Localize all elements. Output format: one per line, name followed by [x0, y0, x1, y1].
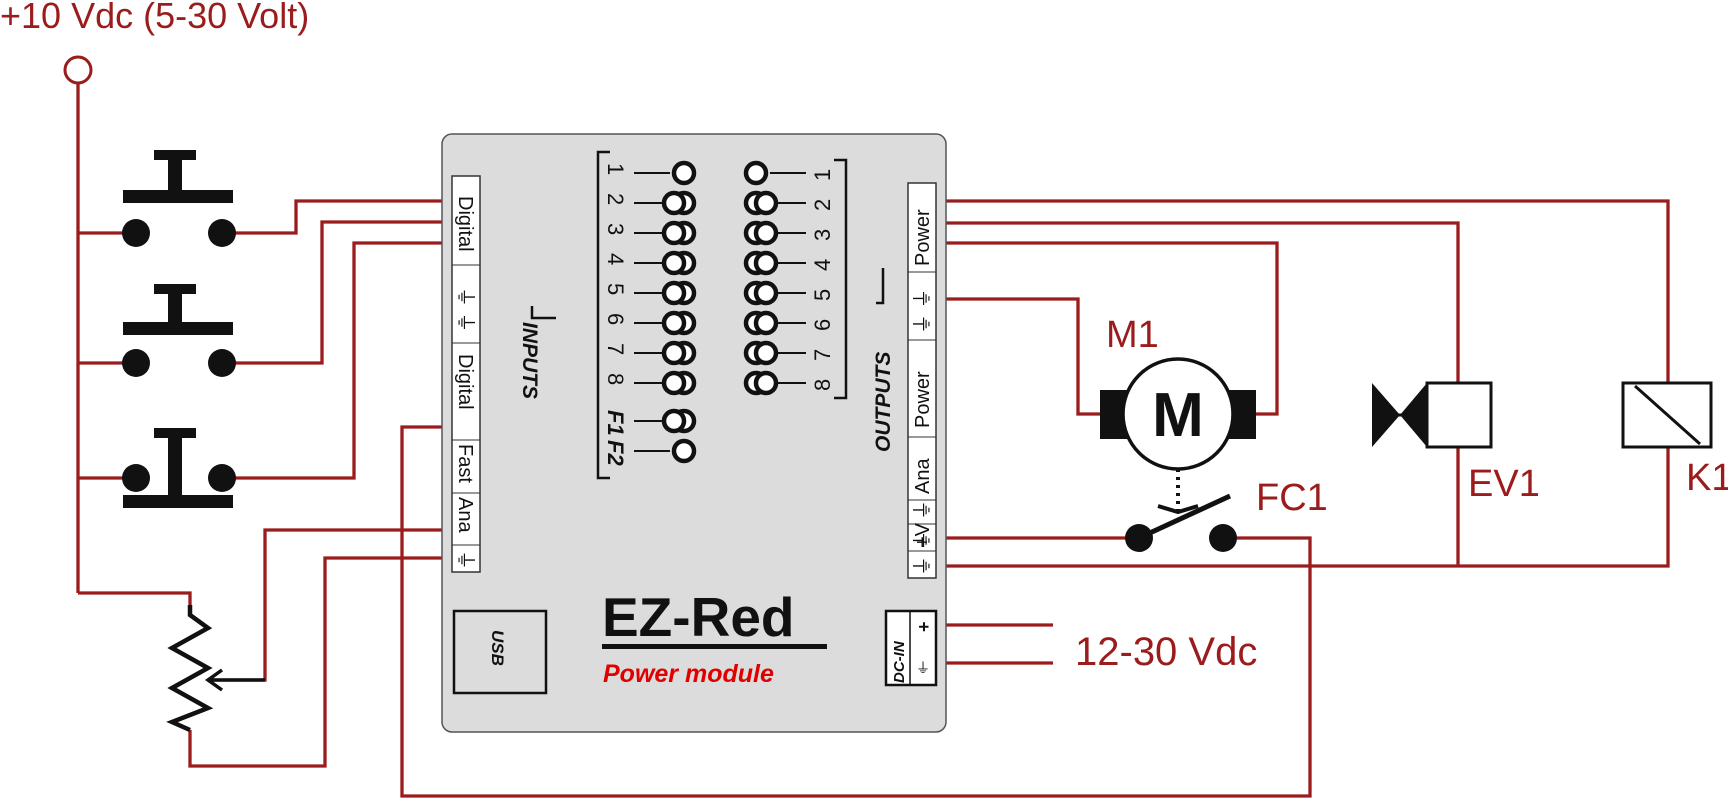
valve-power-wire	[936, 221, 1460, 383]
power-module: Digital ⏚ ⏚ Digital Fast Ana ⏚ Power ⏚ ⏚…	[441, 133, 947, 733]
usb-label: USB	[488, 630, 507, 666]
pot-ground-wire	[188, 556, 452, 768]
right-port-ground-3: ⏚ ⏚	[912, 530, 934, 576]
inputs-label: INPUTS	[518, 322, 541, 399]
left-port-digital-1: Digital	[454, 196, 476, 252]
output-pin-5: 5	[810, 289, 835, 301]
inputs-bracket	[596, 150, 610, 480]
module-body	[441, 133, 947, 733]
outputs-label: OUTPUTS	[872, 352, 895, 452]
pot-supply-wire	[78, 591, 192, 605]
limit-switch-fc1	[1125, 493, 1237, 552]
relay-power-wire	[936, 199, 1670, 389]
input-pin-2: 2	[603, 193, 628, 205]
dcin-connector: DC-IN + ⏚	[884, 609, 938, 687]
relay-ref-label: K1	[1686, 457, 1728, 499]
pushbutton-3-closed	[122, 428, 236, 508]
output-pin-6: 6	[810, 319, 835, 331]
right-port-power-2: Power	[912, 371, 934, 428]
outputs-label-leader	[876, 268, 885, 305]
right-port-ana: Ana	[912, 458, 934, 494]
input-pin-terminals	[634, 160, 697, 464]
output-pin-8: 8	[810, 379, 835, 391]
usb-port: USB	[452, 609, 548, 695]
input-pin-f2: F2	[603, 440, 628, 466]
valve-ref-label: EV1	[1468, 463, 1540, 505]
left-port-digital-2: Digital	[454, 354, 476, 410]
motor-ref-label: M1	[1106, 314, 1159, 356]
supply-label: +10 Vdc (5-30 Volt)	[0, 0, 309, 36]
output-pin-4: 4	[810, 259, 835, 271]
pot-wiper-wire	[210, 528, 452, 682]
pushbutton-2-signal-wire	[222, 220, 452, 365]
limit-switch-return-wire	[400, 425, 1312, 798]
inputs-label-leader	[530, 306, 556, 320]
input-pin-f1: F1	[603, 410, 628, 436]
input-pin-3: 3	[603, 223, 628, 235]
module-brand: EZ-Red	[602, 586, 795, 648]
input-pin-6: 6	[603, 313, 628, 325]
input-pin-4: 4	[603, 253, 628, 265]
dcin-ground-icon: ⏚	[916, 660, 930, 676]
output-pin-labels: 1 2 3 4 5 6 7 8	[810, 169, 835, 391]
module-subtitle: Power module	[603, 660, 774, 688]
pushbutton-3-signal-wire	[222, 241, 452, 480]
input-pin-7: 7	[603, 343, 628, 355]
right-terminal-strip: Power ⏚ ⏚ Power Ana ⏚ +V ⏚ ⏚	[907, 182, 937, 579]
motor-power-wire	[936, 241, 1279, 416]
input-pin-8: 8	[603, 373, 628, 385]
left-port-ground-2: ⏚	[454, 550, 476, 570]
output-pin-3: 3	[810, 229, 835, 241]
solenoid-valve-ev1	[1372, 381, 1493, 449]
right-port-ground-2: ⏚	[912, 500, 934, 520]
supply-terminal-icon	[63, 55, 93, 85]
motor-symbol: M	[1152, 381, 1204, 450]
wires	[76, 83, 1670, 798]
pushbutton-2	[122, 284, 236, 377]
output-pin-7: 7	[810, 349, 835, 361]
potentiometer	[166, 605, 265, 733]
input-pin-labels: 1 2 3 4 5 6 7 8 F1 F2	[603, 163, 628, 466]
common-ground-wire	[936, 447, 1670, 568]
brand-underline	[602, 644, 827, 649]
left-port-fast: Fast	[454, 444, 476, 483]
motor-ground-wire	[936, 297, 1100, 416]
left-port-ground-1: ⏚ ⏚	[454, 287, 476, 333]
right-port-power-1: Power	[912, 209, 934, 266]
output-pin-1: 1	[810, 169, 835, 181]
dcin-plus-label: +	[914, 621, 934, 632]
dcin-label: DC-IN	[891, 640, 908, 683]
outputs-bracket	[834, 158, 848, 400]
dc-supply-label: 12-30 Vdc	[1075, 630, 1257, 674]
input-pin-1: 1	[603, 163, 628, 175]
output-pin-2: 2	[810, 199, 835, 211]
pushbutton-1	[122, 150, 236, 247]
left-terminal-strip: Digital ⏚ ⏚ Digital Fast Ana ⏚	[451, 175, 481, 573]
right-port-ground-1: ⏚ ⏚	[912, 288, 934, 334]
limit-switch-ref-label: FC1	[1256, 477, 1328, 519]
motor-m1: M	[1100, 357, 1256, 512]
pushbutton-1-signal-wire	[222, 199, 452, 235]
input-pin-5: 5	[603, 283, 628, 295]
relay-k1	[1621, 381, 1713, 449]
right-port-plus-v: +V	[912, 522, 934, 548]
left-port-ana: Ana	[454, 497, 476, 533]
output-pin-terminals	[743, 160, 806, 396]
